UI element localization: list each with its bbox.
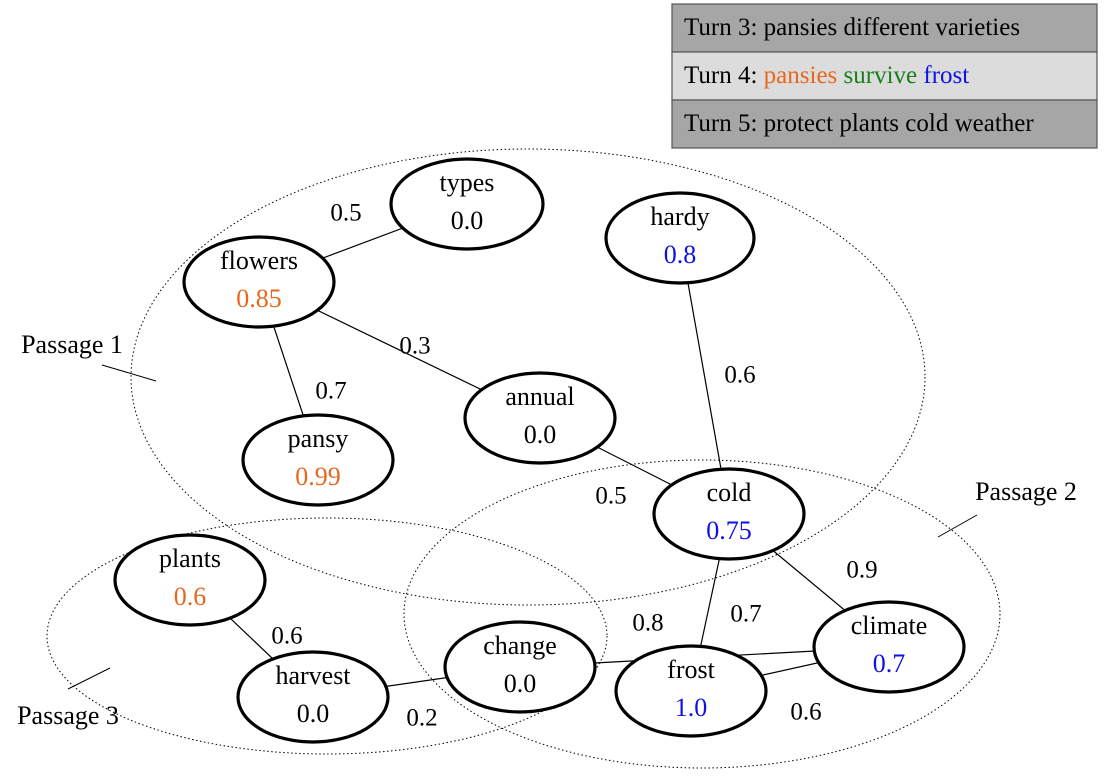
- turn-text-segment: survive: [844, 62, 918, 89]
- edge-weight-label: 0.9: [846, 557, 877, 584]
- node-ellipse: [463, 371, 617, 465]
- node-label: pansy: [288, 424, 349, 453]
- passage-region-1: Passage 1: [21, 148, 926, 606]
- turn-text-segment: pansies: [764, 62, 838, 89]
- turn-row-4: Turn 4: pansies survive frost: [671, 51, 1098, 101]
- passage-label: Passage 3: [17, 701, 119, 730]
- passage-regions: Passage 1 Passage 2 Passage 3: [17, 148, 1077, 769]
- edge-weight-label: 0.5: [595, 483, 626, 510]
- node-plants: plants 0.6: [113, 533, 267, 627]
- node-score: 0.6: [174, 582, 207, 611]
- passage-boundary: [403, 459, 1001, 769]
- node-score: 0.0: [524, 420, 557, 449]
- turn-text: Turn 5: protect plants cold weather: [684, 110, 1034, 137]
- node-score: 0.0: [504, 669, 537, 698]
- node-hardy: hardy 0.8: [604, 191, 756, 285]
- turn-row-background: [671, 99, 1098, 149]
- passage-boundary: [46, 517, 608, 755]
- passage-label: Passage 1: [21, 330, 123, 359]
- turn-row-3: Turn 3: pansies different varieties: [671, 3, 1098, 53]
- passage-leader-line: [67, 667, 111, 690]
- node-ellipse: [182, 235, 336, 329]
- node-ellipse: [812, 600, 966, 694]
- edge-weight-label: 0.8: [632, 610, 663, 637]
- edge-weight-label: 0.7: [730, 601, 761, 628]
- node-label: harvest: [275, 661, 351, 690]
- passage-leader-line: [101, 364, 157, 382]
- turn-text: Turn 3: pansies different varieties: [684, 14, 1020, 41]
- passage-region-3: Passage 3: [17, 517, 608, 755]
- node-ellipse: [652, 467, 806, 561]
- node-harvest: harvest 0.0: [236, 650, 390, 744]
- node-ellipse: [113, 533, 267, 627]
- turn-text-segment: Turn 5: protect plants cold weather: [684, 110, 1034, 137]
- turn-legend: Turn 3: pansies different varietiesTurn …: [671, 3, 1098, 149]
- node-annual: annual 0.0: [463, 371, 617, 465]
- turn-row-5: Turn 5: protect plants cold weather: [671, 99, 1098, 149]
- turn-text-segment: Turn 4:: [684, 62, 764, 89]
- node-ellipse: [389, 157, 545, 251]
- node-label: frost: [667, 655, 715, 684]
- node-change: change 0.0: [443, 620, 597, 714]
- node-score: 0.75: [706, 516, 752, 545]
- node-label: plants: [159, 544, 221, 573]
- node-types: types 0.0: [389, 157, 545, 251]
- edge-weight-label: 0.3: [399, 333, 430, 360]
- node-ellipse: [241, 413, 395, 507]
- edge-weight-label: 0.6: [271, 623, 302, 650]
- node-cold: cold 0.75: [652, 467, 806, 561]
- node-ellipse: [236, 650, 390, 744]
- node-label: climate: [851, 611, 928, 640]
- edge-weight-label: 0.6: [724, 362, 755, 389]
- turn-row-background: [671, 51, 1098, 101]
- node-score: 0.0: [297, 699, 330, 728]
- node-climate: climate 0.7: [812, 600, 966, 694]
- node-ellipse: [443, 620, 597, 714]
- node-label: hardy: [650, 202, 709, 231]
- node-label: flowers: [220, 246, 298, 275]
- node-frost: frost 1.0: [614, 644, 768, 738]
- edge-weight-label: 0.7: [315, 378, 346, 405]
- node-label: annual: [505, 382, 574, 411]
- node-label: cold: [707, 478, 752, 507]
- node-label: change: [483, 631, 557, 660]
- node-score: 0.85: [236, 284, 282, 313]
- node-flowers: flowers 0.85: [182, 235, 336, 329]
- node-ellipse: [614, 644, 768, 738]
- node-ellipse: [604, 191, 756, 285]
- node-pansy: pansy 0.99: [241, 413, 395, 507]
- turn-text-segment: frost: [923, 62, 969, 89]
- node-score: 0.99: [295, 462, 341, 491]
- turn-text-segment: Turn 3: pansies different varieties: [684, 14, 1020, 41]
- node-score: 1.0: [675, 693, 708, 722]
- turn-text: Turn 4: pansies survive frost: [684, 62, 969, 89]
- edge-weight-label: 0.2: [406, 705, 437, 732]
- node-score: 0.7: [873, 649, 906, 678]
- node-score: 0.0: [451, 206, 484, 235]
- edge-weight-label: 0.5: [330, 200, 361, 227]
- node-score: 0.8: [664, 240, 697, 269]
- passage-region-2: Passage 2: [403, 459, 1077, 769]
- passage-leader-line: [937, 514, 978, 538]
- node-label: types: [440, 168, 495, 197]
- passage-label: Passage 2: [975, 477, 1077, 506]
- passage-boundary: [130, 148, 926, 606]
- turn-row-background: [671, 3, 1098, 53]
- edge-weight-label: 0.6: [790, 699, 821, 726]
- nodes: types 0.0 flowers 0.85 hardy 0.8 pansy 0.99 annu…: [113, 157, 966, 744]
